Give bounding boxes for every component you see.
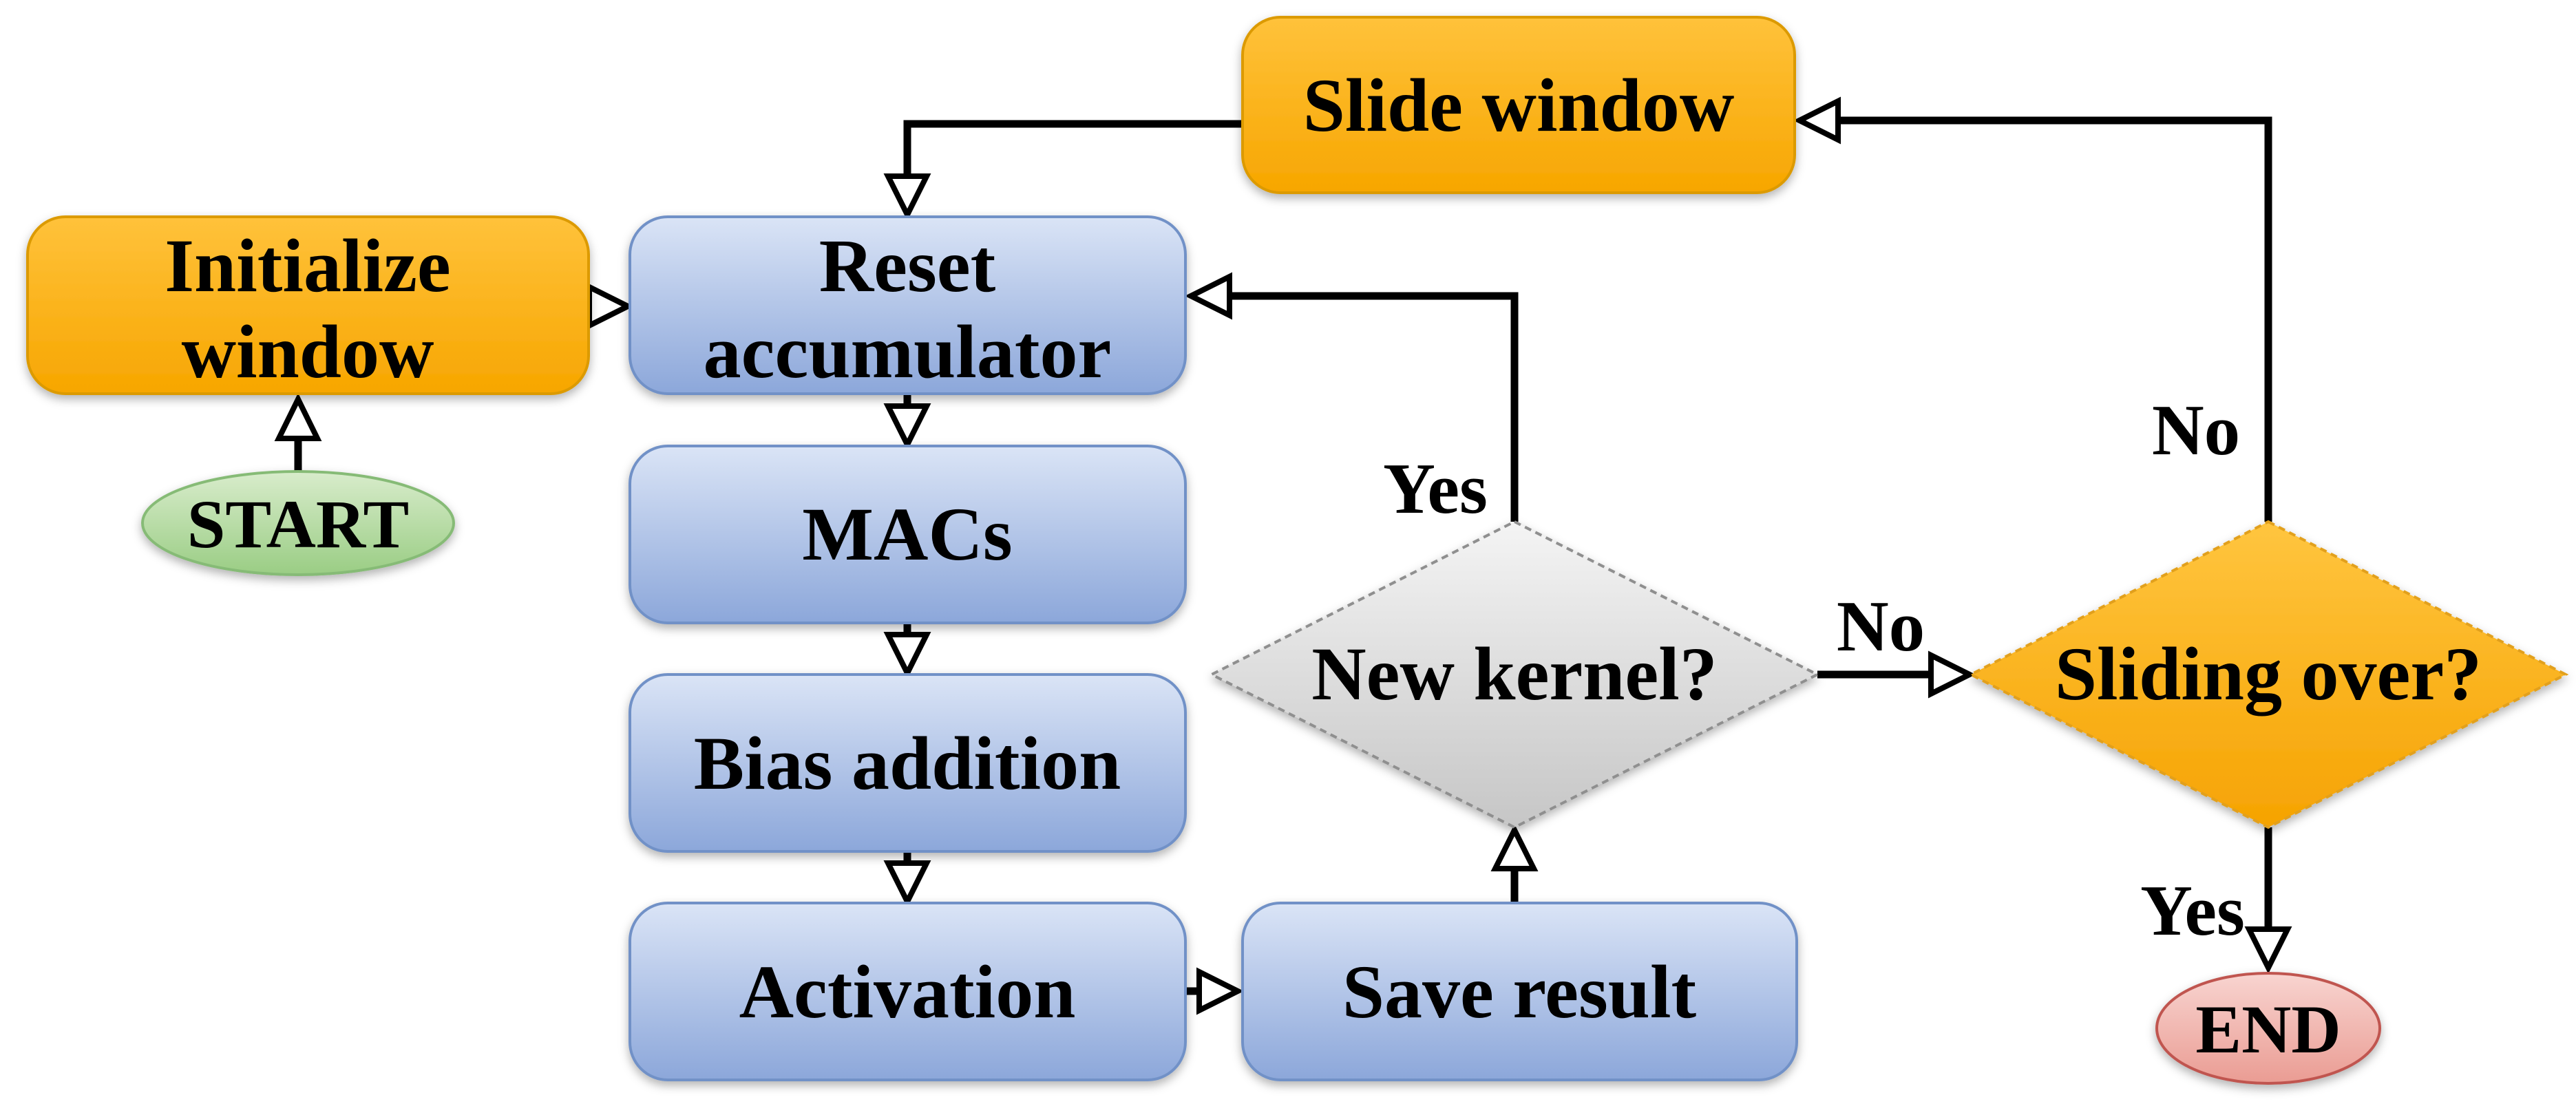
activation-label: Activation: [739, 950, 1076, 1034]
arrowhead-down-icon: [883, 632, 931, 679]
connector-elbow-line: [1229, 292, 1519, 522]
bias-addition-box-shape: [629, 673, 1187, 853]
bias-addition-label: Bias addition: [694, 721, 1121, 805]
arrowhead-up-icon: [274, 392, 322, 441]
arrowhead-down-icon: [883, 403, 931, 451]
edge-initialize-to-reset: [587, 282, 634, 330]
edge-label-yes: Yes: [1383, 448, 1488, 529]
edge-bias-to-activation: [883, 851, 931, 908]
macs-box-shape: [629, 445, 1187, 624]
reset-accumulator-label-line1: Reset: [819, 224, 996, 308]
node-slide-window: Slide window: [1241, 16, 1796, 194]
node-new-kernel-decision: New kernel?: [1208, 520, 1821, 829]
arrowhead-right-icon: [587, 282, 634, 330]
node-end: END: [2155, 972, 2381, 1085]
macs-label: MACs: [802, 492, 1013, 576]
reset-accumulator-box-shape: [629, 215, 1187, 395]
edge-save-to-new-kernel: [1490, 824, 1539, 903]
edge-sliding-over-yes-to-end: Yes: [2140, 827, 2292, 974]
save-result-box-shape: [1241, 902, 1798, 1081]
node-bias-addition: Bias addition: [629, 673, 1187, 853]
edge-sliding-over-no-to-slide-window: No: [1793, 96, 2272, 522]
node-reset-accumulator: Reset accumulator: [629, 215, 1187, 395]
edge-new-kernel-no-to-sliding-over: No: [1817, 586, 1976, 699]
node-macs: MACs: [629, 445, 1187, 624]
sliding-over-diamond-shape: [1967, 520, 2569, 829]
edge-slide-window-to-reset: [883, 120, 1243, 221]
activation-box-shape: [629, 902, 1187, 1081]
initialize-window-label-line1: Initialize: [165, 224, 451, 308]
slide-window-box-shape: [1241, 16, 1796, 194]
arrowhead-down-icon: [883, 173, 931, 221]
end-terminator-shape: [2155, 972, 2381, 1085]
edge-start-to-initialize: [274, 392, 322, 472]
node-save-result: Save result: [1241, 902, 1798, 1081]
connector-elbow-line: [1838, 116, 2272, 522]
new-kernel-label: New kernel?: [1311, 632, 1718, 716]
arrowhead-right-icon: [1928, 650, 1976, 699]
node-initialize-window: Initialize window: [26, 215, 590, 395]
edge-label-yes: Yes: [2140, 870, 2245, 951]
node-activation: Activation: [629, 902, 1187, 1081]
initialize-window-box-shape: [26, 215, 590, 395]
edge-activation-to-save: [1185, 967, 1244, 1015]
end-label: END: [2195, 991, 2341, 1068]
arrowhead-left-icon: [1793, 96, 1841, 145]
node-start: START: [141, 470, 455, 576]
edge-new-kernel-yes-to-reset: Yes: [1185, 272, 1519, 529]
start-terminator-shape: [141, 470, 455, 576]
edge-reset-to-macs: [883, 394, 931, 451]
arrowhead-up-icon: [1490, 824, 1539, 871]
slide-window-label: Slide window: [1303, 63, 1735, 147]
start-label: START: [187, 486, 410, 562]
new-kernel-diamond-shape: [1208, 520, 1821, 829]
edge-label-no: No: [1837, 586, 1925, 666]
arrowhead-down-icon: [883, 860, 931, 908]
edge-label-no: No: [2152, 390, 2240, 470]
reset-accumulator-label-line2: accumulator: [704, 310, 1112, 394]
initialize-window-label-line2: window: [182, 310, 434, 394]
save-result-label: Save result: [1342, 950, 1697, 1034]
arrowhead-right-icon: [1196, 967, 1244, 1015]
connector-elbow-line: [903, 120, 1243, 176]
arrowhead-down-icon: [2244, 926, 2292, 974]
node-sliding-over-decision: Sliding over?: [1967, 520, 2569, 829]
sliding-over-label: Sliding over?: [2055, 632, 2482, 716]
arrowhead-left-icon: [1185, 272, 1232, 320]
edge-macs-to-bias: [883, 623, 931, 679]
